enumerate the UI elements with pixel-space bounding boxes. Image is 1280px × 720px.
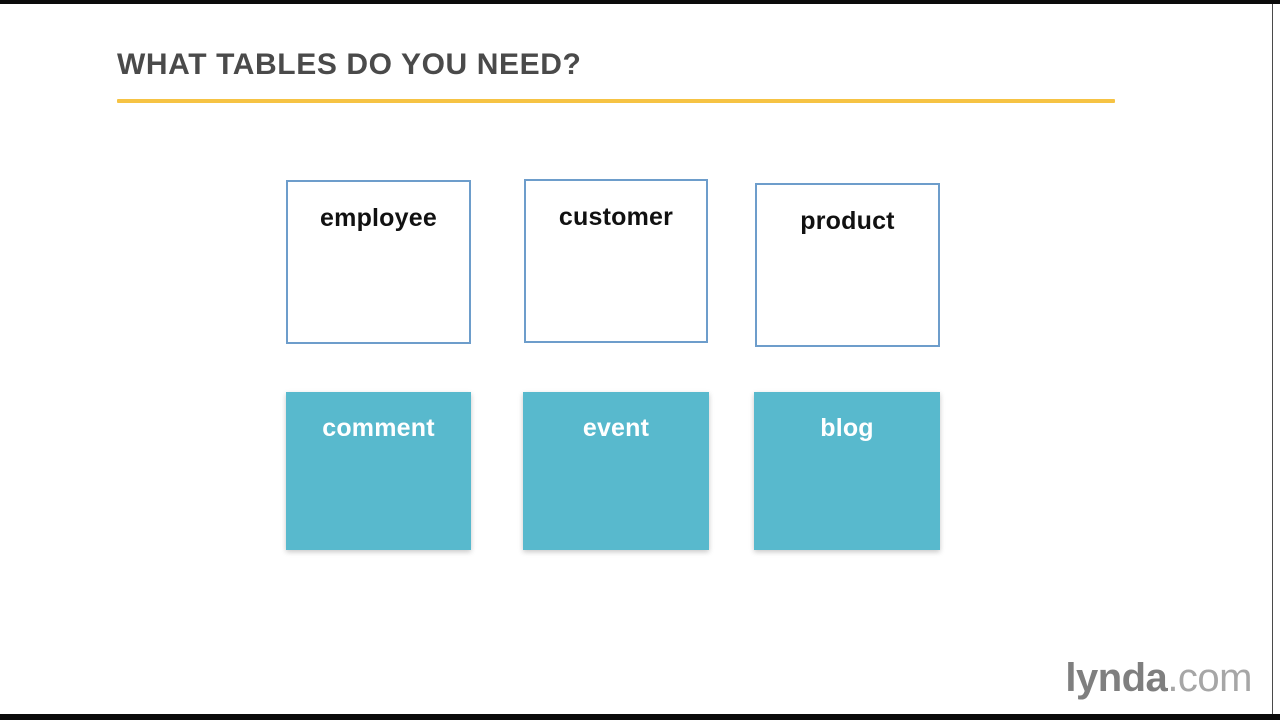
table-card-product[interactable]: product	[755, 183, 940, 347]
page-title: WHAT TABLES DO YOU NEED?	[117, 48, 582, 81]
table-card-label: event	[582, 414, 650, 442]
table-card-label: product	[800, 207, 895, 235]
table-card-employee[interactable]: employee	[286, 180, 471, 344]
table-card-event[interactable]: event	[523, 392, 709, 550]
table-card-comment[interactable]: comment	[286, 392, 471, 550]
top-letterbox-bar	[0, 0, 1280, 4]
table-card-label: comment	[322, 414, 435, 442]
lynda-logo: lynda.com	[1065, 658, 1252, 698]
table-card-label: customer	[558, 203, 674, 231]
lynda-logo-name: lynda	[1065, 656, 1168, 700]
lynda-logo-tld: .com	[1167, 656, 1252, 700]
right-edge-line	[1272, 4, 1273, 714]
bottom-letterbox-bar	[0, 714, 1280, 720]
table-card-label: blog	[820, 414, 874, 442]
table-card-label: employee	[320, 204, 437, 232]
table-card-blog[interactable]: blog	[754, 392, 940, 550]
title-accent-rule	[117, 99, 1115, 103]
table-card-customer[interactable]: customer	[524, 179, 708, 343]
